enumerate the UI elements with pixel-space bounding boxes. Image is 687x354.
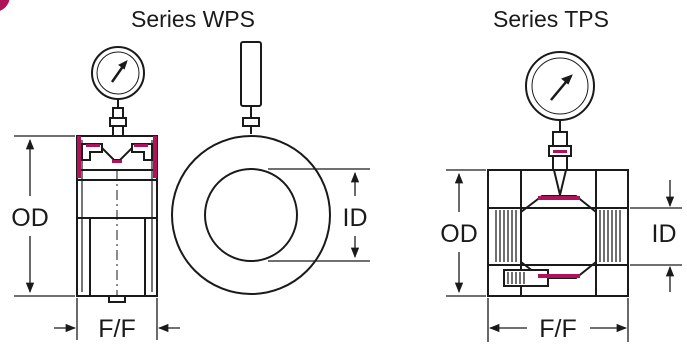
- wps-side-view: [76, 46, 158, 303]
- tps-id-dimension: [630, 180, 682, 292]
- wps-ff-label: F/F: [98, 315, 136, 343]
- tps-title: Series TPS: [493, 6, 609, 32]
- tps-thread-hatching: [495, 210, 621, 284]
- wps-front-view: [171, 41, 331, 295]
- tps-accent-seals: [538, 150, 580, 278]
- wps-id-label: ID: [343, 204, 368, 232]
- tps-id-label: ID: [652, 220, 677, 248]
- wps-id-dimension: [268, 168, 370, 262]
- accent-badge: [0, 0, 10, 11]
- wps-od-label: OD: [11, 204, 49, 232]
- wps-title: Series WPS: [131, 6, 255, 32]
- tps-od-dimension: [446, 169, 486, 297]
- tps-od-label: OD: [440, 220, 478, 248]
- wps-od-dimension: [14, 135, 75, 297]
- tps-ff-label: F/F: [539, 315, 577, 343]
- wps-ff-dimension: [54, 298, 180, 340]
- tps-ff-dimension: [487, 298, 629, 342]
- tps-view: [487, 51, 629, 297]
- tps-gauge-icon: [525, 51, 595, 132]
- wps-gauge-icon: [91, 46, 145, 108]
- wps-accent-seals: [77, 136, 157, 178]
